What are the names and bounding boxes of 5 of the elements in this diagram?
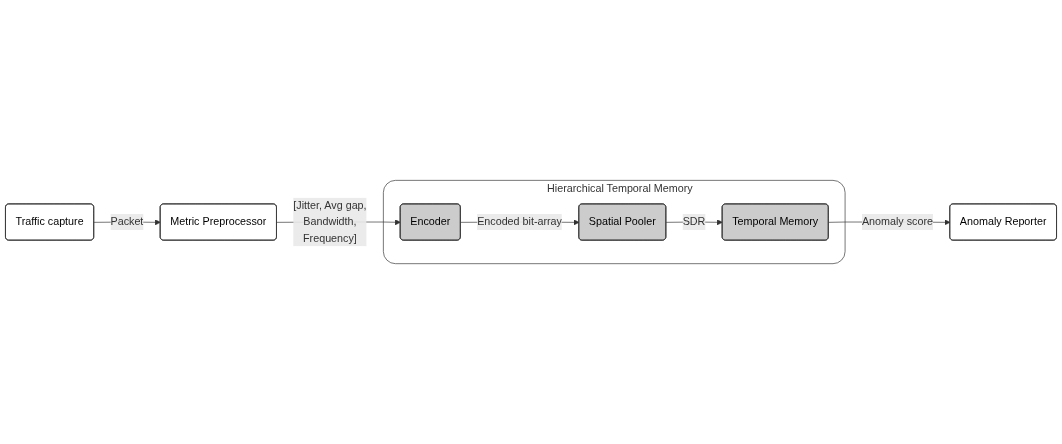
edge-label: Packet (110, 215, 144, 228)
edge-label: Encoded bit-array (477, 215, 562, 228)
edge-label: Anomaly score (861, 215, 933, 228)
edge-label: [Jitter, Avg gap, Bandwidth, Frequency] (293, 199, 367, 244)
edge-label: SDR (682, 215, 706, 228)
